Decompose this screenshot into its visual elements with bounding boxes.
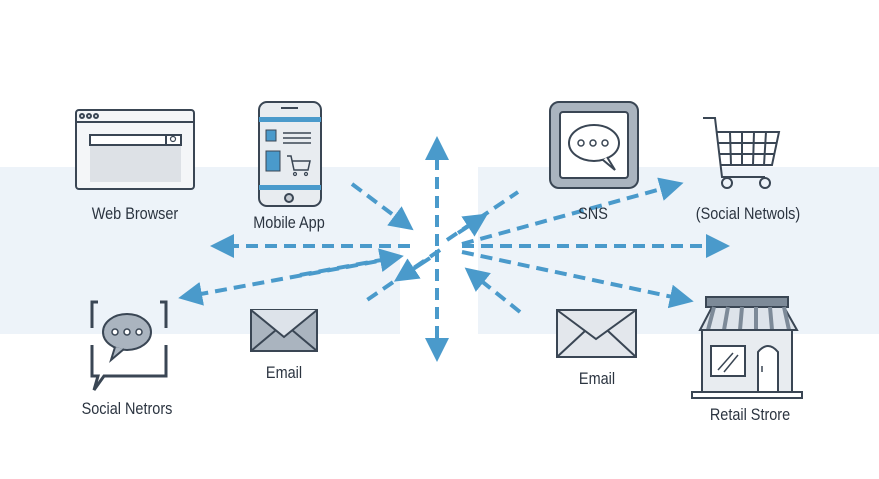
connection-arrows xyxy=(178,136,730,362)
background-band-right xyxy=(478,167,879,334)
email-left-label: Email xyxy=(265,363,303,382)
web-browser-icon xyxy=(75,109,195,190)
arrow-to-social-netrors xyxy=(178,256,396,306)
email-envelope-icon-left xyxy=(250,309,318,352)
background-band-left xyxy=(0,167,400,334)
arrow-lower-left-head xyxy=(393,256,432,282)
email-envelope-icon-right xyxy=(556,309,637,358)
retail-store-icon xyxy=(691,296,803,399)
social-networks-label: (Social Netwols) xyxy=(695,204,801,223)
email-right-label: Email xyxy=(578,369,616,388)
social-netrors-label: Social Netrors xyxy=(81,399,173,418)
arrow-inbound-left xyxy=(299,248,404,277)
sns-label: SNS xyxy=(578,204,608,223)
social-network-chat-icon xyxy=(90,300,168,391)
web-browser-label: Web Browser xyxy=(91,204,179,223)
shopping-cart-icon xyxy=(703,117,781,189)
mobile-app-label: Mobile App xyxy=(253,213,325,232)
arrow-to-social-networks xyxy=(461,177,684,246)
arrow-from-mobile-app xyxy=(350,182,414,231)
arrow-from-email-right xyxy=(464,267,522,314)
arrow-upper-right-head xyxy=(456,213,489,237)
retail-store-label: Retail Strore xyxy=(709,405,791,424)
sns-chat-icon xyxy=(549,101,639,189)
mobile-app-icon xyxy=(258,101,322,207)
